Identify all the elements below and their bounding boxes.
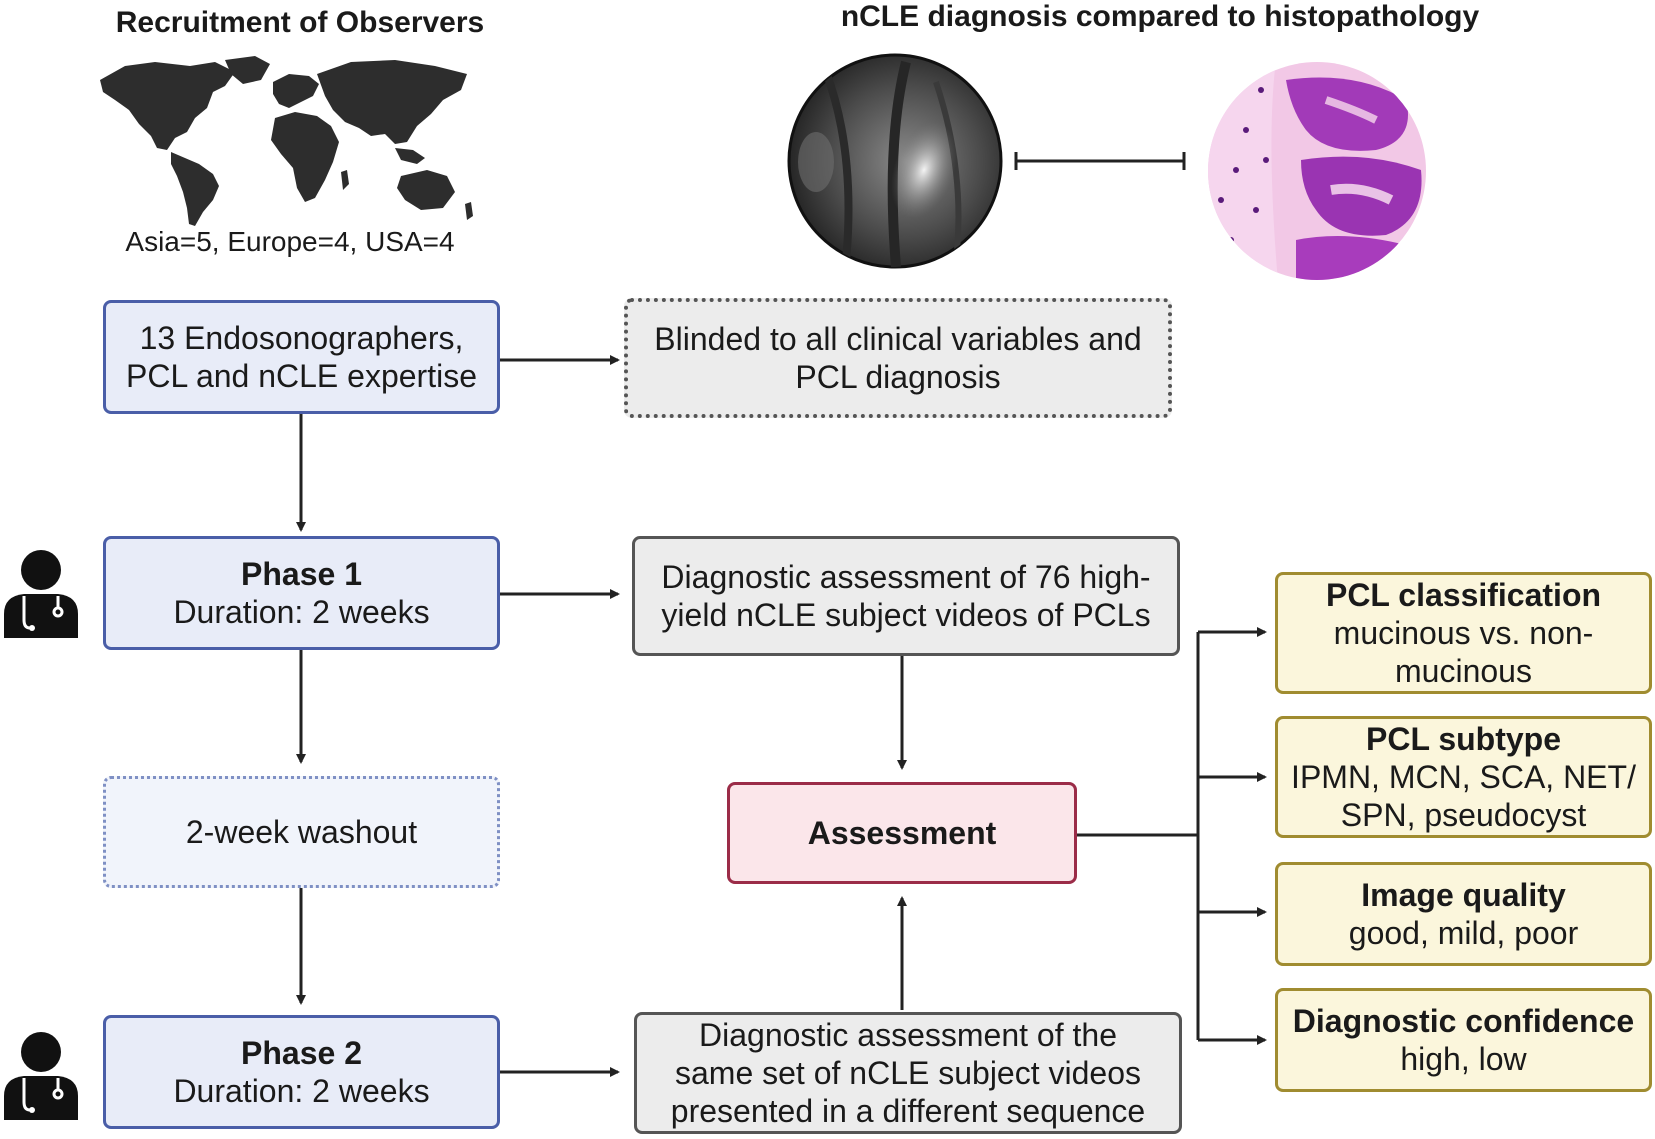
image-connector	[1014, 152, 1186, 170]
assessment-box: Assessment	[727, 782, 1077, 884]
world-map-icon	[100, 56, 473, 226]
washout-label: 2-week washout	[185, 814, 418, 850]
outcome-title: PCL classification	[1325, 577, 1602, 613]
outcome-line1: mucinous vs. non-	[1333, 615, 1594, 651]
recruitment-counts: Asia=5, Europe=4, USA=4	[125, 226, 455, 257]
outcome-pcl-subtype: PCL subtype IPMN, MCN, SCA, NET/ SPN, ps…	[1275, 716, 1652, 838]
outcome-line1: IPMN, MCN, SCA, NET/	[1291, 759, 1636, 795]
outcome-pcl-classification: PCL classification mucinous vs. non- muc…	[1275, 572, 1652, 694]
outcome-line2: SPN, pseudocyst	[1340, 797, 1587, 833]
recruitment-title: Recruitment of Observers	[115, 6, 485, 39]
washout-box: 2-week washout	[103, 776, 500, 888]
phase1-title: Phase 1	[241, 556, 362, 592]
phase2-subtitle: Duration: 2 weeks	[173, 1073, 430, 1109]
outcome-image-quality: Image quality good, mild, poor	[1275, 862, 1652, 966]
outcome-line1: good, mild, poor	[1348, 915, 1579, 951]
assessment-label: Assessment	[807, 815, 997, 851]
endosonographers-line1: 13 Endosonographers,	[139, 320, 464, 356]
doctor-icon	[4, 550, 78, 638]
outcome-line2: mucinous	[1395, 653, 1532, 689]
endosonographers-box: 13 Endosonographers, PCL and nCLE expert…	[103, 300, 500, 414]
phase1-subtitle: Duration: 2 weeks	[173, 594, 430, 630]
assessment2-line1: Diagnostic assessment of the	[699, 1017, 1117, 1053]
outcome-title: Diagnostic confidence	[1292, 1003, 1635, 1039]
assessment2-line2: same set of nCLE subject videos	[674, 1055, 1141, 1091]
assessment1-line1: Diagnostic assessment of 76 high-	[661, 559, 1151, 595]
blinded-line2: PCL diagnosis	[795, 359, 1001, 395]
assessment2-box: Diagnostic assessment of the same set of…	[634, 1012, 1182, 1134]
outcome-title: PCL subtype	[1366, 721, 1561, 757]
phase2-title: Phase 2	[241, 1035, 362, 1071]
assessment1-box: Diagnostic assessment of 76 high- yield …	[632, 536, 1180, 656]
outcome-line1: high, low	[1400, 1041, 1527, 1077]
phase2-box: Phase 2 Duration: 2 weeks	[103, 1015, 500, 1129]
ncle-micrograph	[787, 53, 1003, 269]
doctor-icon	[4, 1032, 78, 1120]
assessment2-line3: presented in a different sequence	[670, 1093, 1146, 1129]
histopathology-micrograph	[1208, 62, 1426, 280]
ncle-histo-title: nCLE diagnosis compared to histopatholog…	[840, 0, 1480, 33]
assessment1-line2: yield nCLE subject videos of PCLs	[661, 597, 1151, 633]
blinded-line1: Blinded to all clinical variables and	[654, 321, 1142, 357]
outcome-diagnostic-confidence: Diagnostic confidence high, low	[1275, 988, 1652, 1092]
outcome-title: Image quality	[1361, 877, 1566, 913]
phase1-box: Phase 1 Duration: 2 weeks	[103, 536, 500, 650]
endosonographers-line2: PCL and nCLE expertise	[125, 358, 477, 394]
blinded-box: Blinded to all clinical variables and PC…	[624, 298, 1172, 418]
